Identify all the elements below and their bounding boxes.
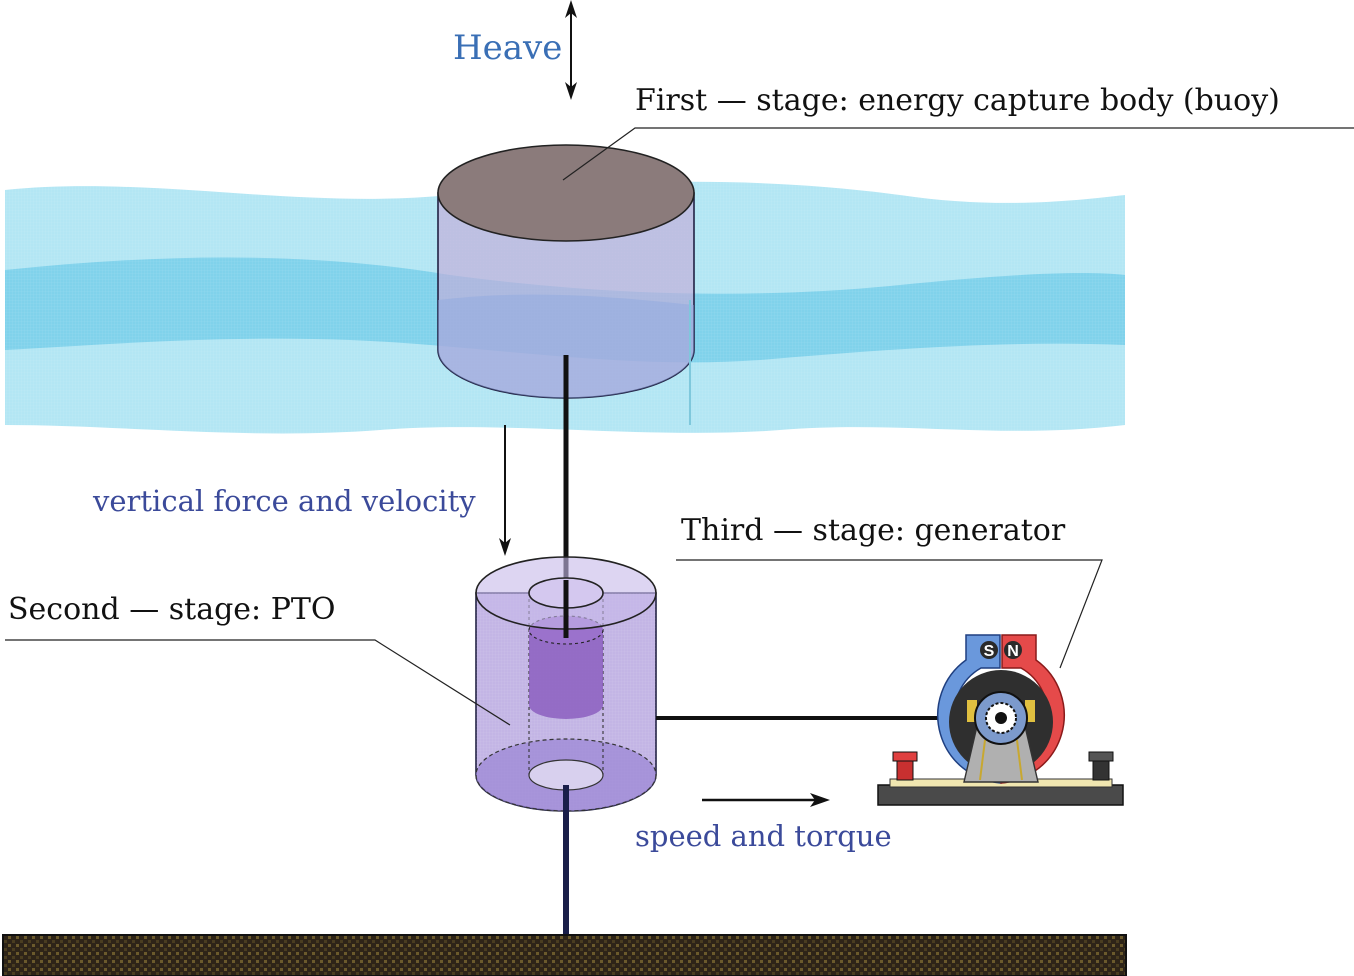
second-stage-label: Second — stage: PTO: [8, 592, 336, 627]
seabed: [2, 934, 1127, 976]
first-stage-label: First — stage: energy capture body (buoy…: [635, 83, 1280, 118]
generator: S N: [877, 634, 1124, 806]
speed-torque-arrow-icon: [702, 793, 830, 807]
vertical-force-arrow-icon: [499, 425, 511, 556]
red-terminal-icon: [892, 751, 918, 781]
buoy-top-face: [437, 144, 695, 242]
north-pole-marker: [1004, 641, 1022, 659]
south-pole-label: S: [984, 643, 995, 660]
vertical-force-label: vertical force and velocity: [92, 484, 476, 518]
buoy-body: [437, 192, 695, 399]
third-stage-leader-line: [676, 559, 1103, 669]
speed-torque-label: speed and torque: [635, 819, 892, 853]
generator-base: [877, 784, 1124, 806]
black-terminal-icon: [1088, 751, 1114, 781]
pto-piston-core: [529, 630, 603, 719]
third-stage-label: Third — stage: generator: [681, 513, 1066, 548]
heave-label: Heave: [453, 28, 562, 68]
heave-arrow-icon: [565, 0, 577, 100]
coil-left: [967, 700, 977, 722]
buoy-waterline: [438, 294, 694, 398]
first-stage-leader-line: [562, 127, 1354, 181]
second-stage-leader-line: [5, 639, 511, 726]
coil-right: [1025, 700, 1035, 722]
north-pole-label: N: [1007, 643, 1019, 660]
stand-wiring: [979, 739, 1023, 781]
rotor-hub: [995, 712, 1007, 724]
buoy: [437, 144, 695, 425]
south-pole-marker: [980, 641, 998, 659]
